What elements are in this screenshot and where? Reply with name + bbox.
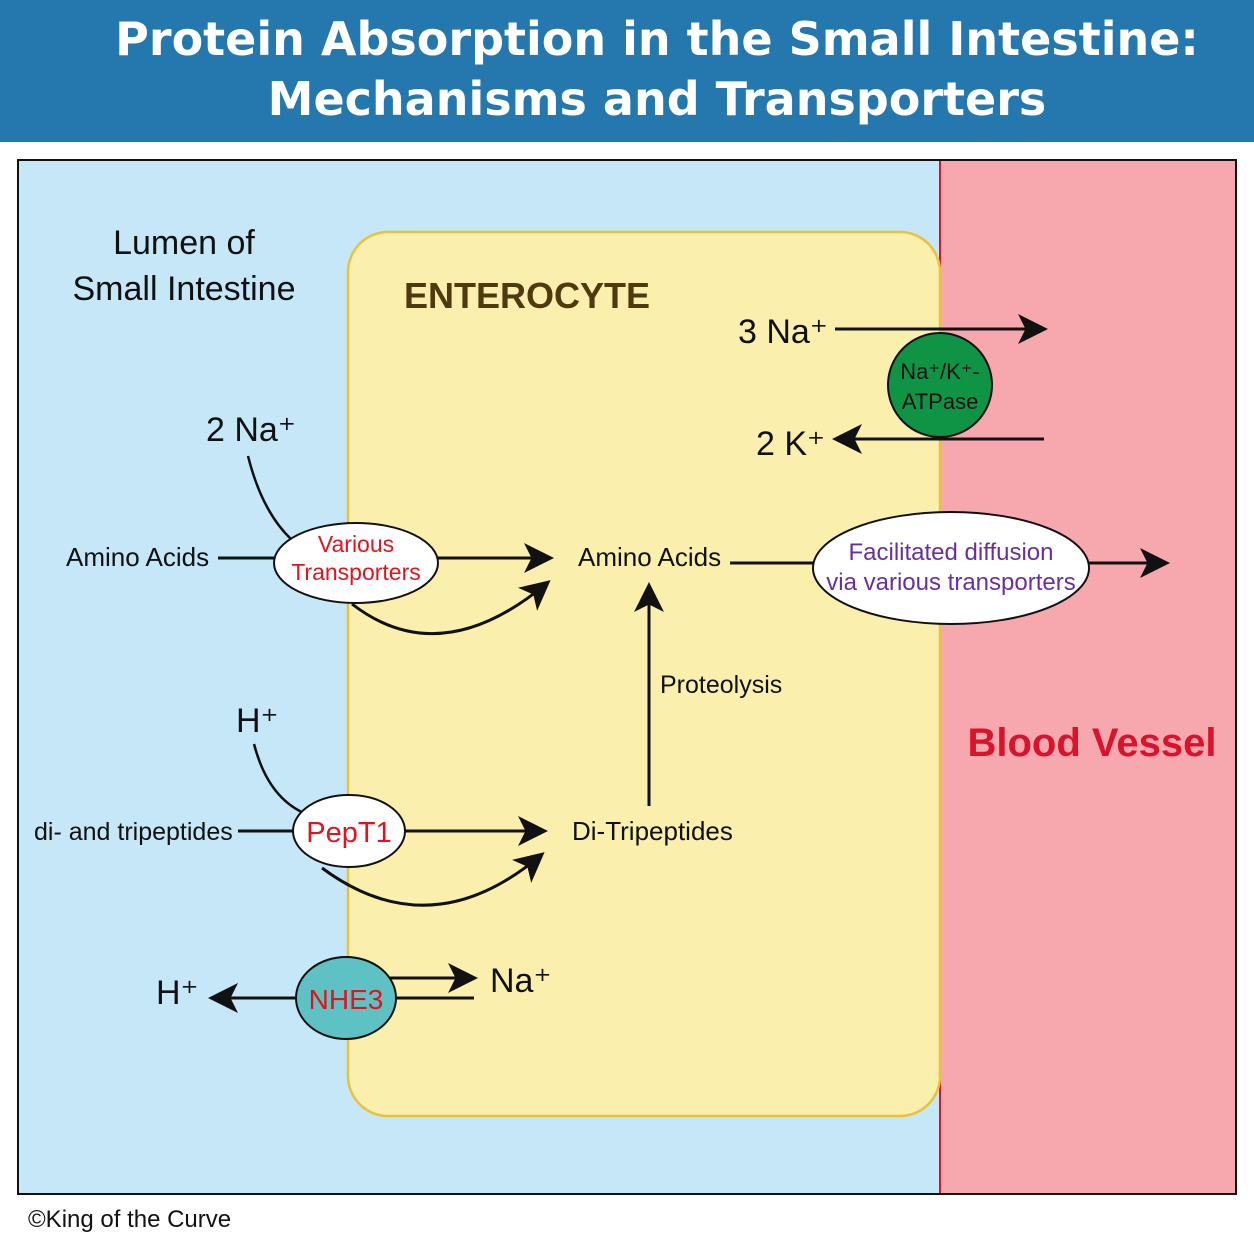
- sodium-in-label: Na⁺: [490, 962, 551, 1000]
- exit-label-line-1: Facilitated diffusion: [848, 539, 1053, 566]
- nhe3-label: NHE3: [309, 984, 384, 1015]
- peptides-source-label: di- and tripeptides: [34, 818, 233, 846]
- di-tripeptides-label: Di-Tripeptides: [572, 816, 733, 846]
- copyright-credit: ©King of the Curve: [28, 1206, 232, 1233]
- sodium-uptake-curve-arrow: [351, 580, 551, 636]
- lumen-label-line-1: Lumen of: [113, 224, 255, 262]
- sodium-cotransport-curve: [246, 455, 293, 541]
- title-line-2: Mechanisms and Transporters: [267, 72, 1047, 126]
- header-banner: Protein Absorption in the Small Intestin…: [0, 0, 1254, 142]
- amino-acids-source-label: Amino Acids: [66, 542, 209, 572]
- pept1-label: PepT1: [306, 817, 391, 849]
- transporter-label-line-2: Transporters: [291, 559, 421, 585]
- proton-cotransport-curve: [252, 743, 307, 816]
- sodium-cotransport-label: 2 Na⁺: [206, 411, 296, 449]
- blood-vessel-label: Blood Vessel: [968, 721, 1217, 765]
- pump-label-line-2: ATPase: [902, 389, 979, 414]
- enterocyte-cell: [346, 230, 942, 1118]
- proton-out-label: H⁺: [156, 974, 199, 1012]
- facilitated-diffusion-ellipse: [812, 511, 1090, 625]
- various-transporters-ellipse: [273, 522, 439, 604]
- nhe3-exchanger: [295, 956, 397, 1040]
- exit-label-line-2: via various transporters: [826, 569, 1075, 596]
- na-k-atpase-pump: [887, 332, 993, 438]
- proton-uptake-curve-arrow: [321, 852, 545, 907]
- amino-acids-product-label: Amino Acids: [578, 542, 721, 572]
- potassium-in-label: 2 K⁺: [756, 425, 825, 463]
- lumen-label-line-2: Small Intestine: [73, 270, 296, 308]
- transporter-label-line-1: Various: [318, 531, 394, 557]
- diagram-frame: [17, 159, 1237, 1195]
- pump-label-line-1: Na⁺/K⁺-: [900, 359, 979, 384]
- enterocyte-label: ENTEROCYTE: [404, 275, 650, 316]
- pept1-ellipse: [292, 794, 406, 868]
- proton-cotransport-label: H⁺: [236, 702, 279, 740]
- proteolysis-label: Proteolysis: [660, 671, 782, 699]
- title-line-1: Protein Absorption in the Small Intestin…: [115, 12, 1199, 66]
- sodium-out-label: 3 Na⁺: [738, 313, 828, 351]
- blood-vessel-region: [940, 160, 1236, 1194]
